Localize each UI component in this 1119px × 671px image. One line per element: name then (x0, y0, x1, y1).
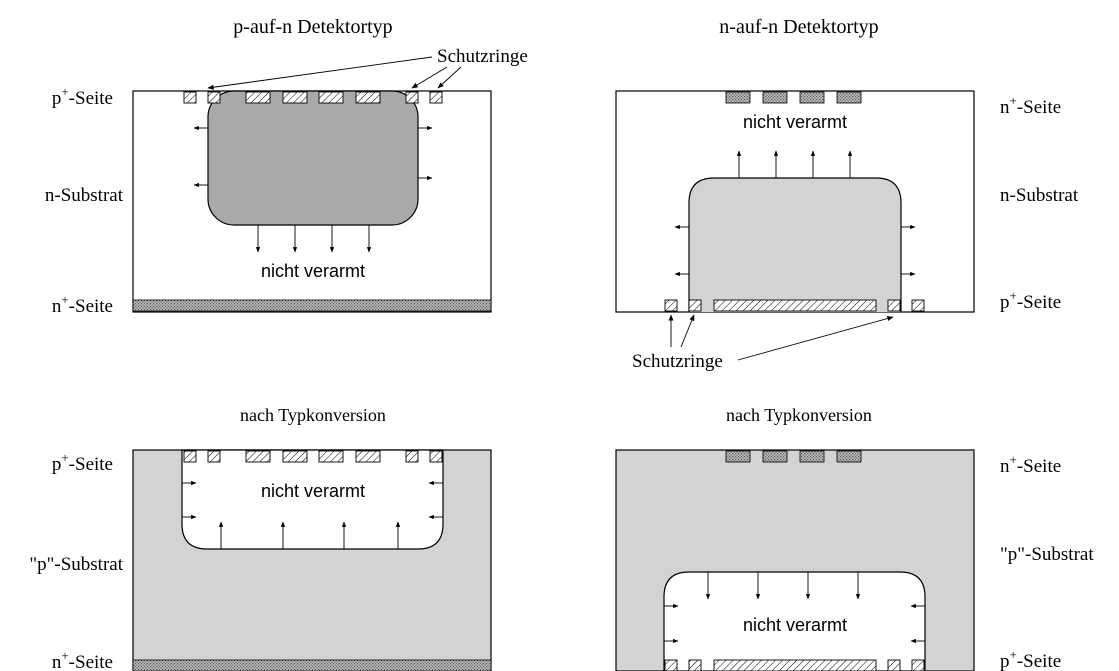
implant-strips (725, 450, 862, 463)
guard-ring (688, 659, 702, 671)
readout-strip (762, 450, 788, 463)
guard-ring (664, 299, 678, 312)
backplane-contact (132, 299, 492, 312)
top-side-label: p+-Seite (52, 84, 113, 109)
guard-ring-pointers (668, 314, 894, 361)
guard-ring (887, 659, 901, 671)
panel-title: p-auf-n Detektortyp (233, 16, 392, 38)
panel-title: nach Typkonversion (726, 405, 872, 425)
panel-p-on-n-converted: nach Typkonversion nicht verarmt p+-Seit (29, 405, 492, 671)
readout-strip (282, 450, 308, 463)
substrate-label: n-Substrat (1000, 185, 1079, 206)
undepleted-label: nicht verarmt (261, 261, 365, 281)
panel-title: n-auf-n Detektortyp (719, 16, 878, 38)
implant-strips (725, 91, 862, 104)
guard-ring (887, 299, 901, 312)
depletion-arrows (674, 150, 916, 277)
readout-strip (355, 91, 381, 104)
depletion-arrows (182, 480, 443, 549)
panel-p-on-n: p-auf-n Detektortyp nicht vera (45, 16, 528, 317)
undepleted-label: nicht verarmt (261, 481, 365, 501)
substrate-label: "p"-Substrat (29, 554, 123, 575)
guard-ring (405, 450, 419, 463)
substrate-label: n-Substrat (45, 185, 124, 206)
readout-strip (282, 91, 308, 104)
implant-strips (183, 450, 443, 463)
guard-ring (183, 450, 197, 463)
guard-ring (688, 299, 702, 312)
bottom-side-label: n+-Seite (52, 648, 113, 671)
bottom-side-label: p+-Seite (1000, 647, 1061, 671)
readout-strip (245, 91, 271, 104)
guard-ring (911, 299, 925, 312)
readout-strip (725, 450, 751, 463)
depletion-zone (688, 177, 902, 312)
readout-strip (355, 450, 381, 463)
implant-strips (183, 91, 443, 104)
undepleted-label: nicht verarmt (743, 112, 847, 132)
top-side-label: p+-Seite (52, 450, 113, 475)
panel-title: nach Typkonversion (240, 405, 386, 425)
top-side-label: n+-Seite (1000, 452, 1061, 477)
depletion-arrows (664, 572, 925, 644)
guard-rings-label: Schutzringe (437, 46, 528, 67)
readout-strip (245, 450, 271, 463)
depletion-zone (207, 90, 419, 226)
backplane-contact (132, 659, 492, 671)
readout-strip (836, 91, 862, 104)
backside-implants (664, 299, 925, 312)
guard-rings-label: Schutzringe (632, 351, 723, 372)
guard-ring (183, 91, 197, 104)
readout-strip (799, 91, 825, 104)
guard-ring (405, 91, 419, 104)
panel-n-on-n-converted: nach Typkonversion nicht verarmt (615, 405, 1094, 671)
substrate-label: "p"-Substrat (1000, 544, 1094, 565)
backside-implants (664, 659, 925, 671)
bottom-side-label: p+-Seite (1000, 288, 1061, 313)
readout-strip (836, 450, 862, 463)
guard-ring (429, 450, 443, 463)
top-side-label: n+-Seite (1000, 93, 1061, 118)
undepleted-zone (181, 449, 444, 550)
guard-ring (664, 659, 678, 671)
guard-ring (429, 91, 443, 104)
readout-strip (799, 450, 825, 463)
guard-ring (911, 659, 925, 671)
backplane-contact (713, 659, 877, 671)
readout-strip (762, 91, 788, 104)
readout-strip (318, 91, 344, 104)
guard-ring (207, 91, 221, 104)
readout-strip (725, 91, 751, 104)
guard-ring-pointers (207, 56, 462, 90)
undepleted-label: nicht verarmt (743, 615, 847, 635)
readout-strip (318, 450, 344, 463)
bottom-side-label: n+-Seite (52, 292, 113, 317)
depletion-arrows (193, 125, 433, 253)
panel-n-on-n: n-auf-n Detektortyp nicht verarmt (615, 16, 1079, 372)
backplane-contact (713, 299, 877, 312)
guard-ring (207, 450, 221, 463)
